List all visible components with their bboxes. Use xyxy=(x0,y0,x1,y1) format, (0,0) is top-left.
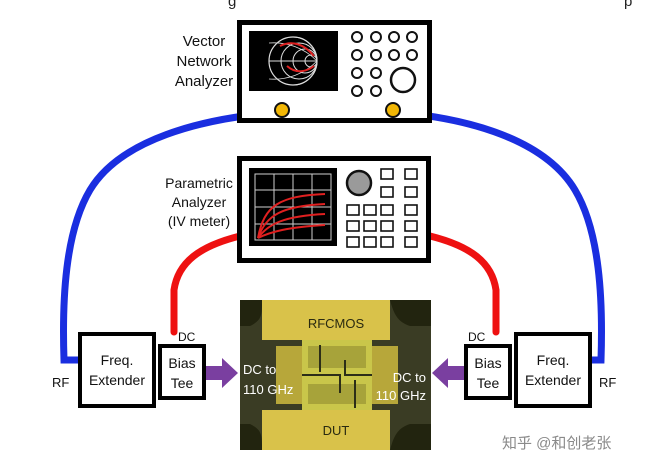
right-probe-line-1: DC to xyxy=(393,370,426,385)
param-label-line-1: Parametric xyxy=(165,175,233,191)
vna-label-line-3: Analyzer xyxy=(175,73,233,90)
right-probe-line-2: 110 GHz xyxy=(376,388,426,403)
left-bias-tee-line-2: Tee xyxy=(171,375,194,391)
iv-curves xyxy=(257,193,326,239)
caption-fragment-right: p xyxy=(624,0,632,10)
parametric-analyzer xyxy=(237,156,431,263)
vna-port-2 xyxy=(385,102,401,118)
param-label-line-3: (IV meter) xyxy=(168,213,230,229)
right-signal-pad xyxy=(372,346,398,404)
vna-trace-1 xyxy=(279,42,315,57)
right-probe-arrow xyxy=(432,358,464,388)
right-extender-line-1: Freq. xyxy=(537,352,570,368)
left-rf-cable xyxy=(59,108,286,364)
right-bias-tee-line-2: Tee xyxy=(477,375,500,391)
right-dc-cable xyxy=(426,232,500,336)
top-pad xyxy=(262,300,390,340)
vna-label-line-1: Vector xyxy=(183,33,226,50)
right-rf-cable xyxy=(389,108,606,364)
left-probe-arrow xyxy=(206,358,238,388)
left-probe-line-2: 110 GHz xyxy=(243,382,293,397)
right-rf-label: RF xyxy=(599,375,616,390)
param-label-line-2: Analyzer xyxy=(172,194,227,210)
right-bias-tee-line-1: Bias xyxy=(474,355,501,371)
caption-fragment-left: g xyxy=(228,0,236,10)
left-signal-pad xyxy=(276,346,302,404)
rfcmos-label: RFCMOS xyxy=(308,316,365,331)
watermark-text: 知乎 @和创老张 xyxy=(502,435,611,452)
left-dc-cable xyxy=(170,232,244,336)
vna-knob xyxy=(389,66,417,94)
dut-micrograph: RFCMOS DUT DC to 110 GHz DC to 110 GHz xyxy=(240,300,431,450)
left-bias-tee: Bias Tee xyxy=(158,344,206,400)
right-freq-extender: Freq. Extender xyxy=(514,332,592,408)
left-extender-line-2: Extender xyxy=(89,372,145,388)
left-probe-line-1: DC to xyxy=(243,362,276,377)
vector-network-analyzer xyxy=(237,20,432,123)
vna-button-grid xyxy=(351,31,418,97)
right-dc-label: DC xyxy=(468,330,486,344)
right-extender-line-2: Extender xyxy=(525,372,581,388)
left-extender-line-1: Freq. xyxy=(101,352,134,368)
vna-port-1 xyxy=(274,102,290,118)
iv-knob xyxy=(345,169,373,197)
vna-label-line-2: Network xyxy=(176,53,232,70)
vna-trace-2 xyxy=(286,65,315,73)
left-rf-label: RF xyxy=(52,375,69,390)
dut-label: DUT xyxy=(323,423,350,438)
left-freq-extender: Freq. Extender xyxy=(78,332,156,408)
iv-button-grid xyxy=(346,168,418,248)
right-bias-tee: Bias Tee xyxy=(464,344,512,400)
left-bias-tee-line-1: Bias xyxy=(168,355,195,371)
left-dc-label: DC xyxy=(178,330,196,344)
bottom-pad xyxy=(262,410,390,450)
